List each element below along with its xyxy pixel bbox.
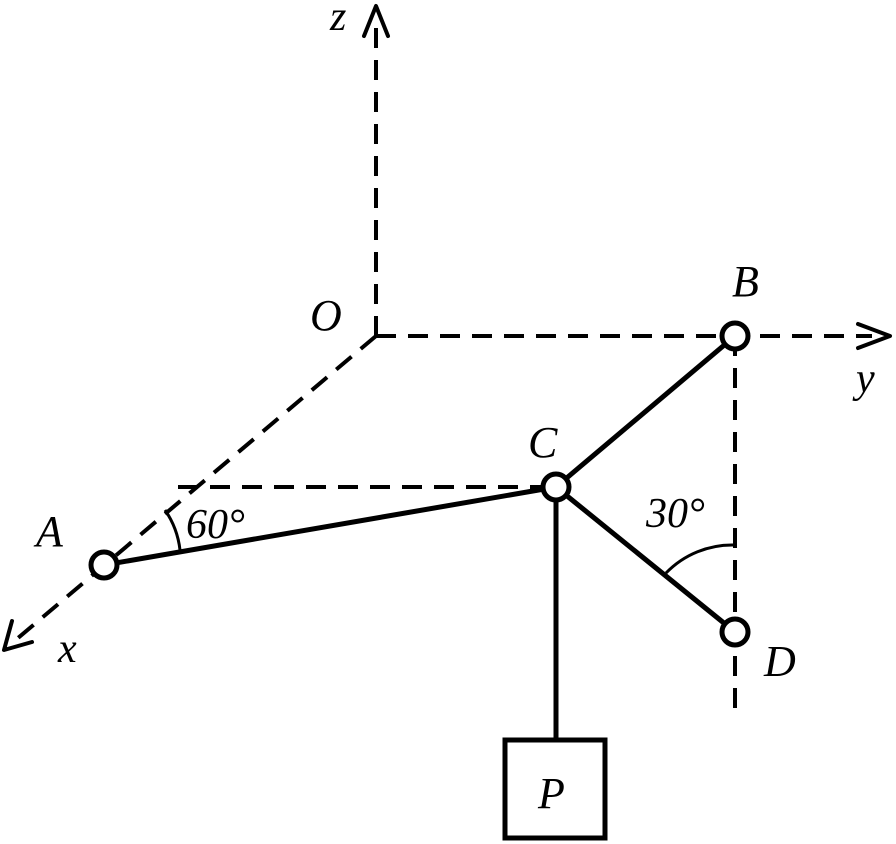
point-b-label: B (732, 257, 759, 306)
y-axis-arrowhead (856, 322, 892, 350)
z-axis-arrowhead (362, 4, 390, 38)
rod-bc (553, 333, 738, 490)
z-axis-label: z (329, 0, 346, 40)
rod-ac (101, 484, 559, 568)
angle-arc-d (664, 543, 736, 575)
load-box (502, 737, 608, 841)
y-axis-label: y (852, 356, 875, 402)
joint-b (719, 320, 751, 352)
origin-label: O (310, 291, 342, 340)
angle-label-60: 60° (186, 502, 245, 548)
x-axis-arrowhead (2, 619, 34, 652)
angle-label-30: 30° (645, 491, 705, 537)
joint-a (88, 549, 120, 581)
angle-arc-a (163, 509, 182, 551)
load-label: P (537, 769, 565, 818)
rod-cd (553, 484, 738, 635)
joint-c (540, 471, 572, 503)
joint-d (719, 616, 751, 648)
point-c-label: C (528, 418, 558, 467)
point-a-label: A (33, 507, 64, 556)
x-axis-label: x (57, 626, 77, 672)
point-d-label: D (763, 637, 796, 686)
